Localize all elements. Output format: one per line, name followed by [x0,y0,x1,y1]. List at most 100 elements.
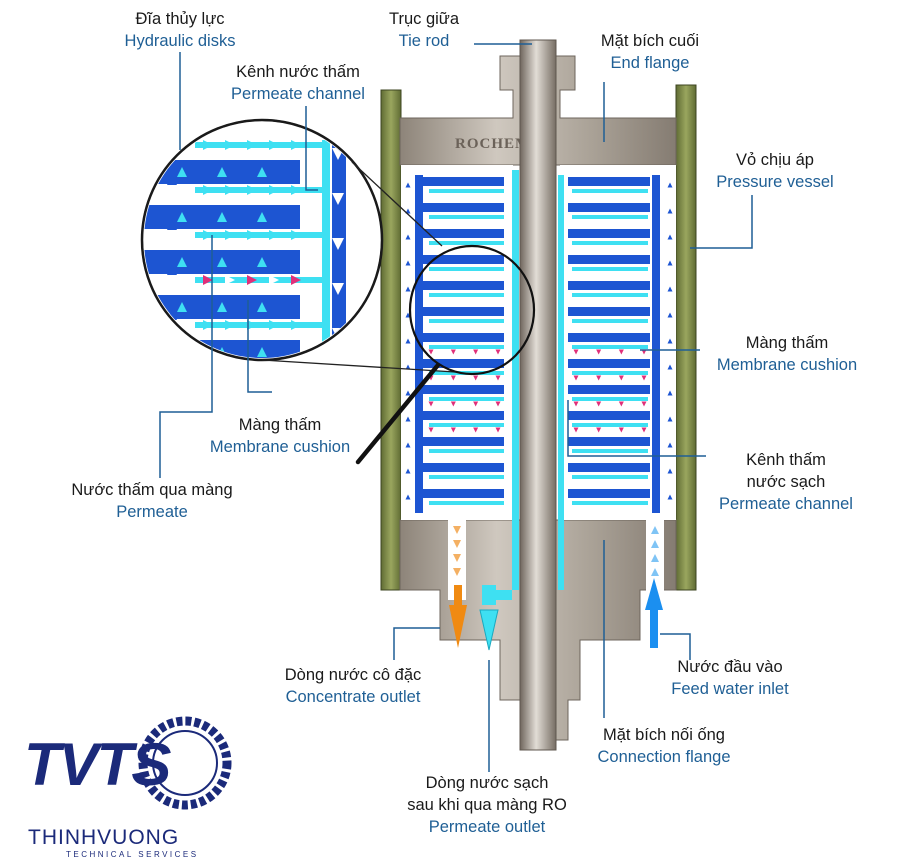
membrane-flow-marker [584,375,590,381]
membrane-flow-marker [573,479,579,485]
feed-flow-marker [667,494,673,500]
membrane-flow-marker [428,505,434,511]
hydraulic-disk [568,463,650,472]
membrane-flow-marker [584,193,590,199]
membrane-cushion-left-vi: Màng thấm [238,416,322,434]
membrane-flow-marker [584,401,590,407]
permeate-gap [429,267,504,271]
membrane-flow-marker [573,245,579,251]
magnified-flow-arrow [247,230,257,240]
membrane-flow-marker [484,479,490,485]
membrane-flow-marker [495,453,501,459]
membrane-flow-marker [596,297,602,303]
membrane-flow-marker [596,427,602,433]
membrane-flow-marker [618,349,624,355]
membrane-flow-marker [428,245,434,251]
membrane-flow-marker [607,427,613,433]
membrane-flow-marker [607,297,613,303]
membrane-flow-marker [596,245,602,251]
membrane-flow-marker [484,271,490,277]
membrane-flow-marker [618,479,624,485]
membrane-flow-marker [450,479,456,485]
membrane-flow-marker [607,479,613,485]
concentrate-flow-marker [453,526,461,534]
permeate-outlet-vi2: sau khi qua màng RO [407,796,567,814]
membrane-flow-marker [428,193,434,199]
hydraulic-disk [568,385,650,394]
membrane-flow-marker [630,505,636,511]
logo-tagline: TECHNICAL SERVICES [66,850,199,859]
magnified-flow-marker [217,167,227,177]
feed-flow [651,526,659,576]
permeate-gap [572,189,648,193]
permeate-passage-bend [496,590,512,600]
hydraulic-disk [568,489,650,498]
feed-flow-marker [405,260,411,266]
membrane-flow-marker [473,219,479,225]
magnified-feed-marker [167,355,177,358]
logo-ring-inner [152,730,218,796]
permeate-gap [572,423,648,427]
magnified-flow-arrow [269,185,279,195]
membrane-flow-marker [462,297,467,303]
leader-lines [159,43,753,772]
membrane-flow-marker [473,349,479,355]
membrane-flow-marker [484,323,490,329]
membrane-flow-marker [439,505,445,511]
permeate-gap [429,449,504,453]
leader-permeate-channel-right [567,400,706,457]
membrane-flow-marker [462,505,467,511]
membrane-flow-marker [473,193,479,199]
membrane-flow-marker [630,245,636,251]
concentrate-arrow-stem [454,585,462,607]
membrane-flow-marker [473,271,479,277]
hydraulic-disk [423,333,504,342]
feed-flow-marker [405,234,411,240]
membrane-flow-marker [596,401,602,407]
membrane-flow-marker [630,479,636,485]
membrane-flow-marker [618,297,624,303]
membrane-flow-marker [495,427,501,433]
permeate-channel-right-en: Permeate channel [719,495,853,513]
concentrate-flow-marker [453,554,461,562]
leader-permeate [159,235,213,478]
membrane-flow-marker [450,505,456,511]
permeate-gap [429,345,504,349]
membrane-flow-marker [495,375,501,381]
membrane-flow-marker [484,219,490,225]
membrane-cushion-right-vi: Màng thấm [745,334,829,352]
membrane-flow-marker [596,219,602,225]
company-logo [138,716,232,810]
membrane-flow-marker [428,323,434,329]
membrane-flow-marker [473,505,479,511]
magnified-flow-marker [177,212,187,222]
membrane-flow-marker [641,219,647,225]
membrane-flow-marker [618,193,624,199]
hydraulic-disk [568,359,650,368]
membrane-flow-marker [607,271,613,277]
permeate-gap [572,241,648,245]
hydraulic-disk [568,203,650,212]
magnified-channel-arrow [332,238,344,250]
membrane-flow-marker [618,375,624,381]
membrane-flow-marker [495,219,501,225]
magnified-flow-arrow [291,320,301,330]
membrane-flow-marker [473,453,479,459]
membrane-flow-marker [607,401,613,407]
feed-flow-marker [405,286,411,292]
hydraulic-disk [423,489,504,498]
membrane-flow-marker [450,375,456,381]
hydraulic-disk [568,437,650,446]
magnified-flow-arrow [291,275,301,285]
membrane-flow-marker [618,219,624,225]
membrane-flow-marker [495,271,501,277]
hydraulic-disk [423,255,504,264]
magnified-flow-arrow [203,320,213,330]
permeate-gap [429,215,504,219]
membrane-flow-marker [428,219,434,225]
zoom-lens [408,244,536,376]
hydraulic-disk [568,333,650,342]
membrane-flow-marker [641,427,647,433]
permeate-en: Permeate [116,503,188,521]
membrane-flow-marker [641,271,647,277]
